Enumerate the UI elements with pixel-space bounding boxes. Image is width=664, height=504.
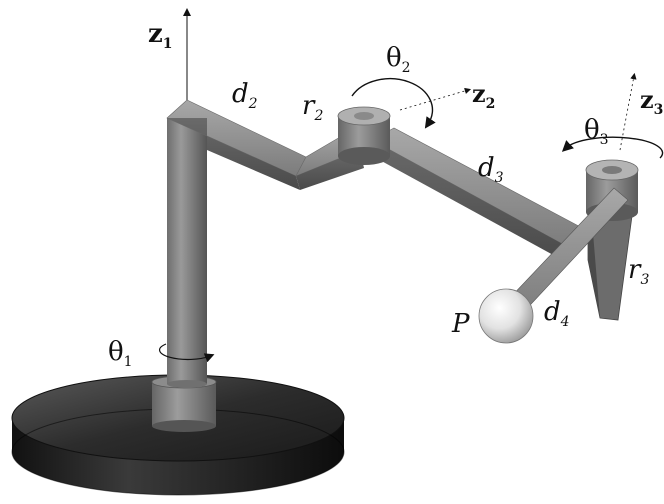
label-z2: z2 xyxy=(472,79,495,112)
label-theta1: θ1 xyxy=(108,337,133,370)
label-d3: d3 xyxy=(478,153,504,186)
end-effector-ball xyxy=(478,288,534,344)
label-point-p: P xyxy=(451,309,470,339)
theta1-rotation-arrow xyxy=(159,343,215,363)
theta2-rotation-arrow xyxy=(351,78,436,129)
axis-z2-arrow xyxy=(399,87,472,111)
label-theta3: θ3 xyxy=(584,115,609,148)
label-r3: r3 xyxy=(628,255,649,288)
label-d2: d2 xyxy=(232,79,258,112)
label-r2: r2 xyxy=(302,91,323,124)
vertical-column xyxy=(167,118,207,388)
label-d4: d4 xyxy=(544,297,570,330)
link-d3-arm xyxy=(371,127,591,262)
theta3-rotation-arrow xyxy=(561,136,664,159)
label-theta2: θ2 xyxy=(386,43,411,76)
joint-2-housing xyxy=(337,106,391,165)
label-z1: z1 xyxy=(148,19,173,52)
label-z3: z3 xyxy=(640,85,663,118)
